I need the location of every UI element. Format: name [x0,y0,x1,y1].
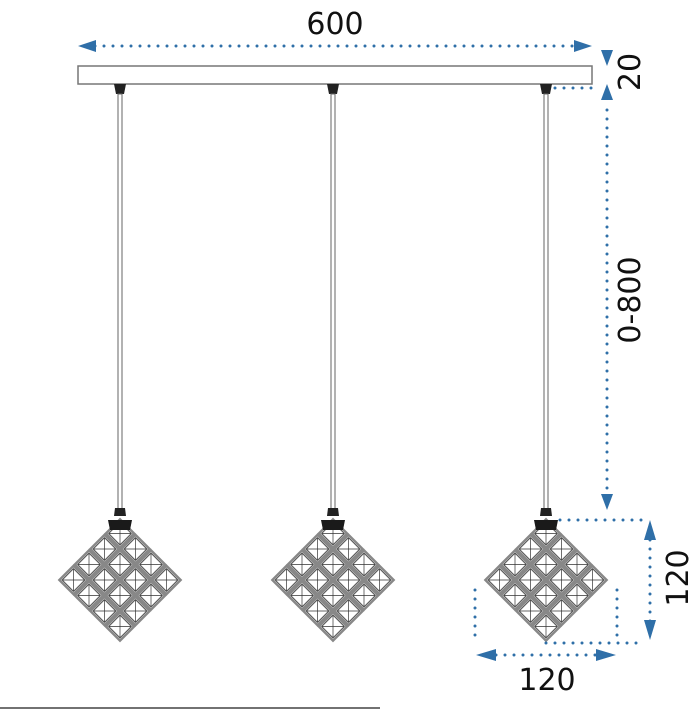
crystal-cell [88,595,121,627]
crystal-cell [73,548,105,581]
crystal-cell [348,548,380,581]
crystal-cell [332,564,365,596]
pendant-2 [270,84,396,643]
crystal-cell [561,548,593,581]
cable-length-label: 0-800 [613,256,648,343]
crystal-cell [286,579,318,612]
cord-grip [327,84,339,94]
crystal-shade [57,517,183,643]
crystal-cell [530,610,562,643]
crystal-cell [301,595,334,627]
crystal-cell [119,564,152,596]
shade-cap [321,520,345,530]
shade-height-label: 120 [661,549,696,606]
crystal-cell [545,533,578,565]
crystal-cell [576,564,609,596]
crystal-cell [561,579,593,612]
crystal-cell [119,595,152,627]
crystal-cell [332,533,365,565]
crystal-cell [514,564,547,596]
crystal-cell [135,548,167,581]
shade-width-label: 120 [518,663,575,698]
lamp-holder [540,508,552,516]
crystal-cell [104,610,136,643]
width-label: 600 [306,7,363,42]
crystal-cell [332,595,365,627]
crystal-cell [363,564,396,596]
crystal-cell [348,579,380,612]
lamp-holder [114,508,126,516]
crystal-cell [301,533,334,565]
crystal-cell [317,579,349,612]
crystal-cell [483,564,516,596]
cable-length-arrow [601,494,613,510]
shade-height-arrows [644,520,656,640]
crystal-cell [301,564,334,596]
canopy-height-arrows [601,50,613,100]
cord [543,93,549,513]
crystal-cell [514,533,547,565]
canopy-bar [77,65,593,85]
crystal-cell [270,564,303,596]
crystal-cell [286,548,318,581]
cord-grip [540,84,552,94]
crystal-cell [57,564,90,596]
crystal-cell [317,548,349,581]
crystal-cell [135,579,167,612]
shade-cap [534,520,558,530]
crystal-cell [104,548,136,581]
cord [117,93,123,513]
pendant-1 [57,84,183,643]
crystal-cell [88,533,121,565]
lamp-holder [327,508,339,516]
crystal-cell [530,579,562,612]
crystal-cell [545,564,578,596]
cord [330,93,336,513]
crystal-cell [514,595,547,627]
crystal-cell [317,610,349,643]
crystal-cell [88,564,121,596]
crystal-cell [545,595,578,627]
crystal-cell [530,548,562,581]
pendant-3 [483,84,609,643]
crystal-cell [104,579,136,612]
crystal-cell [499,579,531,612]
canopy-height-label: 20 [613,53,648,91]
crystal-shade [270,517,396,643]
crystal-shade [483,517,609,643]
crystal-cell [499,548,531,581]
shade-cap [108,520,132,530]
crystal-cell [119,533,152,565]
crystal-cell [73,579,105,612]
cord-grip [114,84,126,94]
crystal-cell [150,564,183,596]
